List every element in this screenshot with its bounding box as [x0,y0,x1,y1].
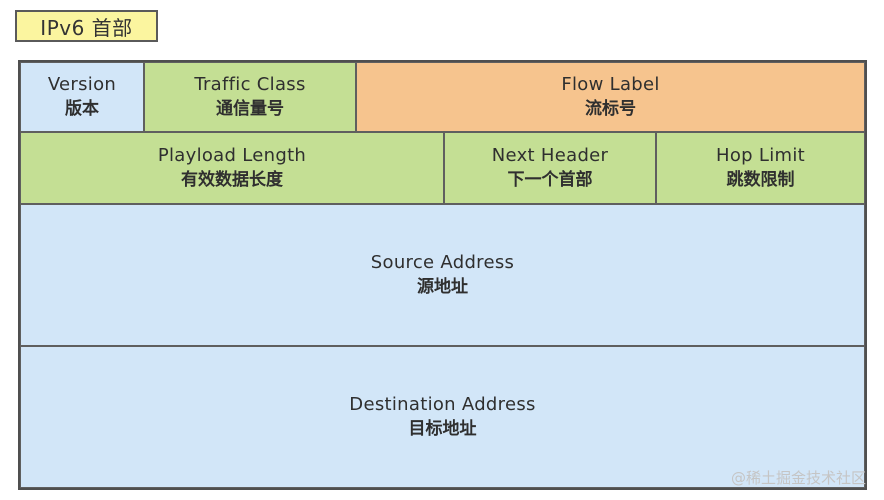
field-payload-length-zh: 有效数据长度 [181,169,283,190]
field-destination-address-zh: 目标地址 [408,418,477,439]
field-version-en: Version [47,74,117,96]
field-traffic-class-en: Traffic Class [194,74,306,96]
field-destination-address-en: Destination Address [349,394,536,416]
field-flow-label-en: Flow Label [561,74,660,96]
watermark-text: @稀土掘金技术社区 [730,469,866,487]
ipv6-header-diagram: Version 版本 Traffic Class 通信量号 Flow Label… [18,60,867,490]
field-version-zh: 版本 [65,98,99,119]
field-next-header: Next Header 下一个首部 [444,132,656,204]
field-source-address-zh: 源地址 [417,276,468,297]
field-payload-length-en: Playload Length [157,145,307,167]
diagram-title: IPv6 首部 [15,10,158,42]
field-traffic-class: Traffic Class 通信量号 [144,62,356,132]
field-flow-label-zh: 流标号 [585,98,636,119]
field-hop-limit: Hop Limit 跳数限制 [656,132,865,204]
field-next-header-en: Next Header [491,145,609,167]
field-source-address: Source Address 源地址 [20,204,865,346]
field-next-header-zh: 下一个首部 [507,169,593,190]
field-source-address-en: Source Address [370,252,515,274]
field-flow-label: Flow Label 流标号 [356,62,865,132]
field-traffic-class-zh: 通信量号 [216,98,284,119]
field-version: Version 版本 [20,62,144,132]
field-payload-length: Playload Length 有效数据长度 [20,132,444,204]
field-hop-limit-en: Hop Limit [715,145,806,167]
field-hop-limit-zh: 跳数限制 [726,169,795,190]
field-destination-address: Destination Address 目标地址 [20,346,865,488]
